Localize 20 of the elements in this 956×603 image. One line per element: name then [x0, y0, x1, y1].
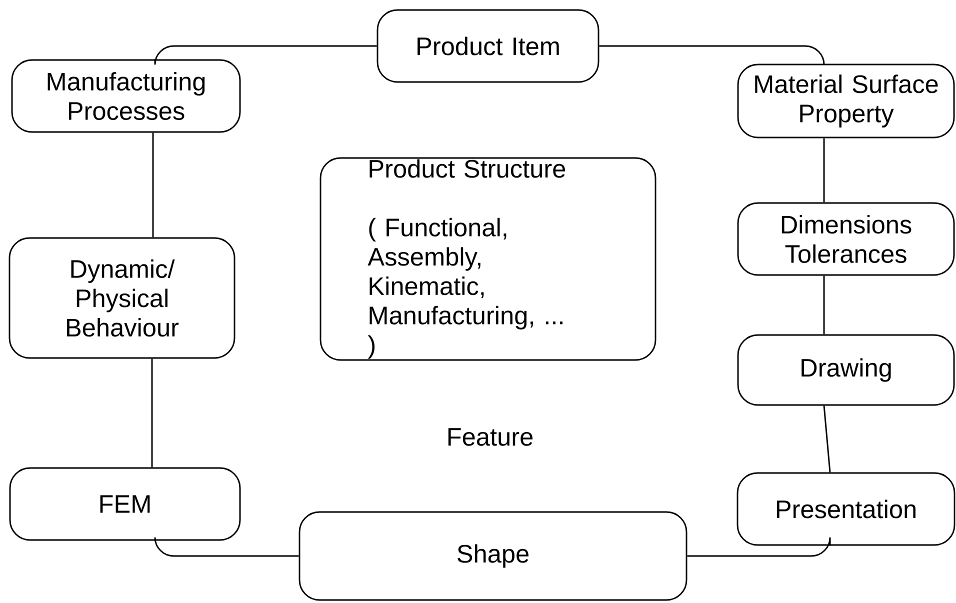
connector-line — [154, 536, 299, 557]
label-text: Feature — [448, 428, 533, 446]
rounded-box: Shape — [298, 511, 688, 601]
connector-line — [151, 358, 153, 468]
connector-line — [823, 406, 831, 472]
connector-line — [154, 45, 377, 66]
rounded-box: Manufacturing Processes — [11, 59, 241, 133]
rounded-box: Product Structure ( Functional, Assembly, Kinematic, Manufacturing, ... ) — [320, 157, 656, 361]
connector-line — [823, 276, 825, 334]
rounded-box: Product Item — [376, 9, 600, 83]
rounded-box: FEM — [9, 467, 241, 541]
connector-line — [687, 536, 831, 557]
rounded-box: Presentation — [736, 472, 956, 546]
rounded-box: Drawing — [737, 334, 955, 406]
rounded-box: Dynamic/ Physical Behaviour — [8, 237, 236, 359]
connector-line — [152, 132, 154, 238]
rounded-box: Material Surface Property — [737, 64, 955, 138]
connector-line — [823, 138, 825, 202]
rounded-box: Dimensions Tolerances — [737, 202, 955, 276]
connector-line — [599, 45, 825, 66]
